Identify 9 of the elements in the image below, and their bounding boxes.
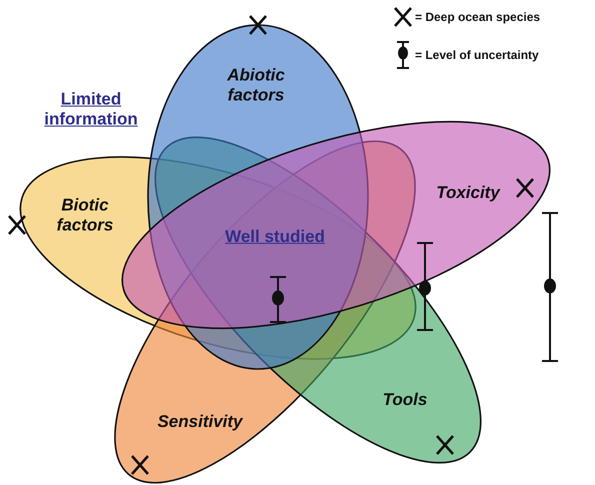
category-label: Abiotic factors — [226, 65, 286, 105]
region-label: Limited information — [43, 90, 139, 130]
region-label: Well studied — [224, 226, 326, 248]
category-label: Tools — [382, 390, 428, 410]
category-label: Biotic factors — [56, 195, 114, 235]
legend-label: = Level of uncertainty — [415, 48, 539, 62]
category-label: Sensitivity — [156, 412, 244, 432]
category-label: Toxicity — [435, 183, 502, 203]
legend-label: = Deep ocean species — [415, 10, 540, 24]
